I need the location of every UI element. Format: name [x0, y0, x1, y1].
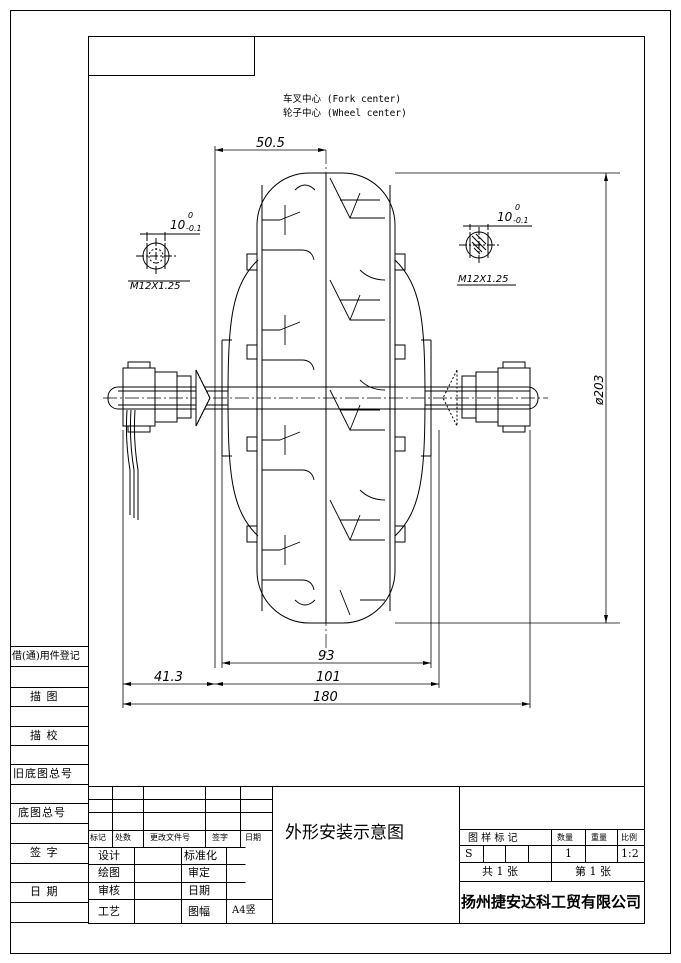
dim-diameter: ø203 [592, 374, 606, 405]
tb-total-sheets: 共 1 张 [482, 865, 518, 878]
outer-frame [10, 10, 671, 954]
dimension-lines [122, 146, 620, 708]
tol-lower-left: -0.1 [186, 224, 202, 233]
dim-101: 101 [316, 670, 341, 685]
inner-frame [88, 36, 645, 924]
wheel-center-note: 轮子中心 (Wheel center) [283, 108, 407, 119]
tb-sample-mark: 图 样 标 记 [468, 833, 518, 844]
tb-sheet-size: A4竖 [232, 905, 256, 916]
dim-50-5: 50.5 [256, 136, 285, 151]
dim-41-3: 41.3 [154, 670, 183, 685]
drawing-title: 外形安装示意图 [285, 823, 404, 843]
tb-approve: 审定 [188, 866, 210, 879]
tb-weight-label: 重量 [591, 833, 607, 842]
side-borrow: 借(通)用件登记 [12, 651, 80, 662]
tb-sample-value: S [465, 847, 473, 860]
tb-review: 审核 [98, 884, 120, 897]
dim-180: 180 [313, 690, 338, 705]
tb-h-sign: 签字 [212, 833, 228, 842]
thread-left: M12X1.25 [130, 281, 181, 292]
side-record-table [10, 646, 89, 923]
tb-qty-label: 数量 [557, 833, 573, 842]
tb-sheet-no: 第 1 张 [575, 865, 611, 878]
tb-design: 设计 [98, 849, 120, 862]
tb-h-count: 处数 [115, 833, 131, 842]
dim-93: 93 [318, 649, 335, 664]
tol-upper-left: 0 [188, 211, 194, 220]
dimension-arrows [123, 148, 608, 706]
tb-craft: 工艺 [98, 905, 120, 918]
tb-sheet-size-label: 图幅 [188, 905, 210, 918]
section-details [128, 224, 532, 286]
side-sign: 签 字 [30, 846, 59, 859]
dim-10-left: 10 [170, 218, 186, 232]
tb-drawing: 绘图 [98, 866, 120, 879]
side-trace-check: 描 校 [30, 729, 59, 742]
side-old-base: 旧底图总号 [13, 767, 73, 780]
code-box [88, 36, 255, 76]
dim-10-right: 10 [497, 210, 513, 224]
tol-upper-right: 0 [515, 203, 521, 212]
tb-h-mark: 标记 [90, 833, 106, 842]
axle-hardware [107, 361, 539, 520]
side-date: 日 期 [30, 885, 59, 898]
thread-right: M12X1.25 [458, 274, 509, 285]
side-base: 底图总号 [18, 806, 66, 819]
title-block-grid [88, 786, 645, 924]
tb-h-date: 日期 [245, 833, 261, 842]
tb-date2: 日期 [188, 884, 210, 897]
tb-qty-value: 1 [565, 847, 572, 860]
side-trace: 描 图 [30, 690, 59, 703]
tread-pattern [262, 177, 386, 616]
fork-center-note: 车叉中心 (Fork center) [283, 94, 402, 105]
tb-standardize: 标准化 [184, 849, 217, 862]
tb-scale-value: 1:2 [621, 847, 639, 860]
tol-lower-right: -0.1 [513, 216, 529, 225]
tb-scale-label: 比例 [621, 833, 637, 842]
tb-h-change-doc: 更改文件号 [150, 833, 190, 842]
company-name: 扬州捷安达科工贸有限公司 [461, 893, 642, 911]
wheel-body [221, 172, 432, 624]
